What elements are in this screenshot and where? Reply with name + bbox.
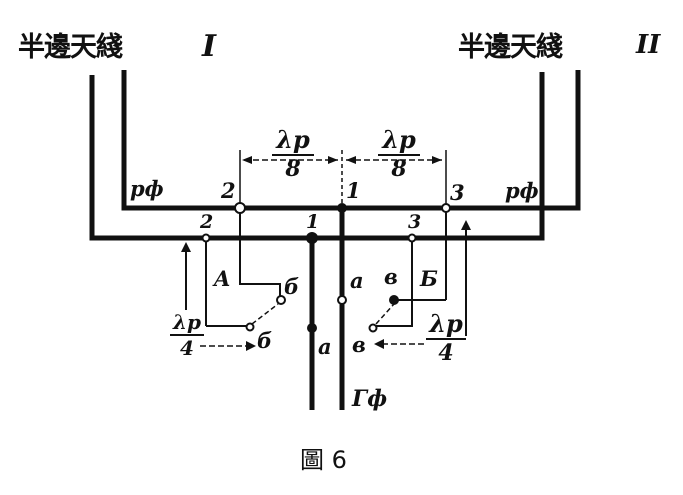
fraction-right-bar <box>378 154 420 156</box>
stub-left-wire-b <box>239 212 281 296</box>
stub-left-terminal-bottom-label: б <box>257 328 273 353</box>
point-upper-3: 3 <box>450 180 465 205</box>
fraction-right-numerator: λp <box>382 125 416 154</box>
point-lower-1: 1 <box>306 211 320 233</box>
stub-right-terminal-bottom-label: в <box>352 332 366 357</box>
antenna-right-numeral: II <box>636 30 661 60</box>
antenna-left-numeral: I <box>202 29 217 64</box>
junction-lower-1 <box>306 232 318 244</box>
fraction-quarter-right: λp 4 <box>426 312 466 364</box>
fraction-quarter-left: λp 4 <box>170 312 204 358</box>
junction-upper-2 <box>234 202 246 214</box>
point-lower-3: 3 <box>408 211 422 233</box>
feeder-right-outer <box>312 72 545 241</box>
stub-right-short-dashed <box>375 303 395 325</box>
quarter-right-bar <box>426 338 466 340</box>
terminal-left-bottom <box>245 322 255 332</box>
quarter-left-denominator: 4 <box>180 336 194 360</box>
dim-arrowhead-left-b <box>328 156 338 164</box>
main-feeder-label: Гф <box>352 386 388 412</box>
fraction-left-numerator: λp <box>276 125 310 154</box>
stub-left-short-dashed <box>251 303 279 325</box>
stub-right-terminal-top-label: в <box>384 264 398 289</box>
junction-lower-2 <box>201 233 211 243</box>
point-upper-1: 1 <box>346 178 361 203</box>
quarter-left-bar <box>170 334 204 336</box>
stub-right-wire-b <box>376 240 413 327</box>
terminal-right-top <box>389 295 399 305</box>
terminal-center-lower <box>307 323 317 333</box>
junction-upper-3 <box>441 203 451 213</box>
stub-left-terminal-top-label: б <box>284 274 300 299</box>
feeder-left-label: рф <box>130 176 164 201</box>
fraction-left-bar <box>272 154 314 156</box>
feeder-left-inner <box>121 70 340 211</box>
center-terminal-lower-label: a <box>318 334 332 359</box>
feeder-right-inner <box>340 70 581 211</box>
terminal-right-bottom <box>368 323 378 333</box>
fraction-left-denominator: 8 <box>285 156 301 182</box>
center-terminal-upper-label: a <box>350 268 364 293</box>
feeder-left-outer <box>89 75 312 241</box>
stub-right-side-label: Б <box>420 266 438 291</box>
quarter-left-numerator: λp <box>172 310 201 334</box>
point-upper-2: 2 <box>221 178 236 203</box>
dim-arrowhead-right-b <box>432 156 442 164</box>
quarter-right-numerator: λp <box>429 309 463 338</box>
feeder-right-label: рф <box>505 178 539 203</box>
terminal-left-top <box>276 295 286 305</box>
antenna-right-name: 半邊天綫 <box>458 32 563 63</box>
quarter-right-denominator: 4 <box>438 340 454 366</box>
dim-arrowhead-right-a <box>346 156 356 164</box>
terminal-center-upper <box>337 295 347 305</box>
fraction-right-denominator: 8 <box>391 156 407 182</box>
stub-left-side-label: A <box>214 266 231 291</box>
junction-lower-3 <box>407 233 417 243</box>
fraction-left-lambda-over-8: λp 8 <box>272 128 314 180</box>
point-lower-2: 2 <box>200 211 214 233</box>
figure-caption: 圖 6 <box>300 446 347 474</box>
fraction-right-lambda-over-8: λp 8 <box>378 128 420 180</box>
dim-arrowhead-left-a <box>242 156 252 164</box>
junction-upper-1 <box>337 203 347 213</box>
antenna-left-name: 半邊天綫 <box>18 32 123 63</box>
